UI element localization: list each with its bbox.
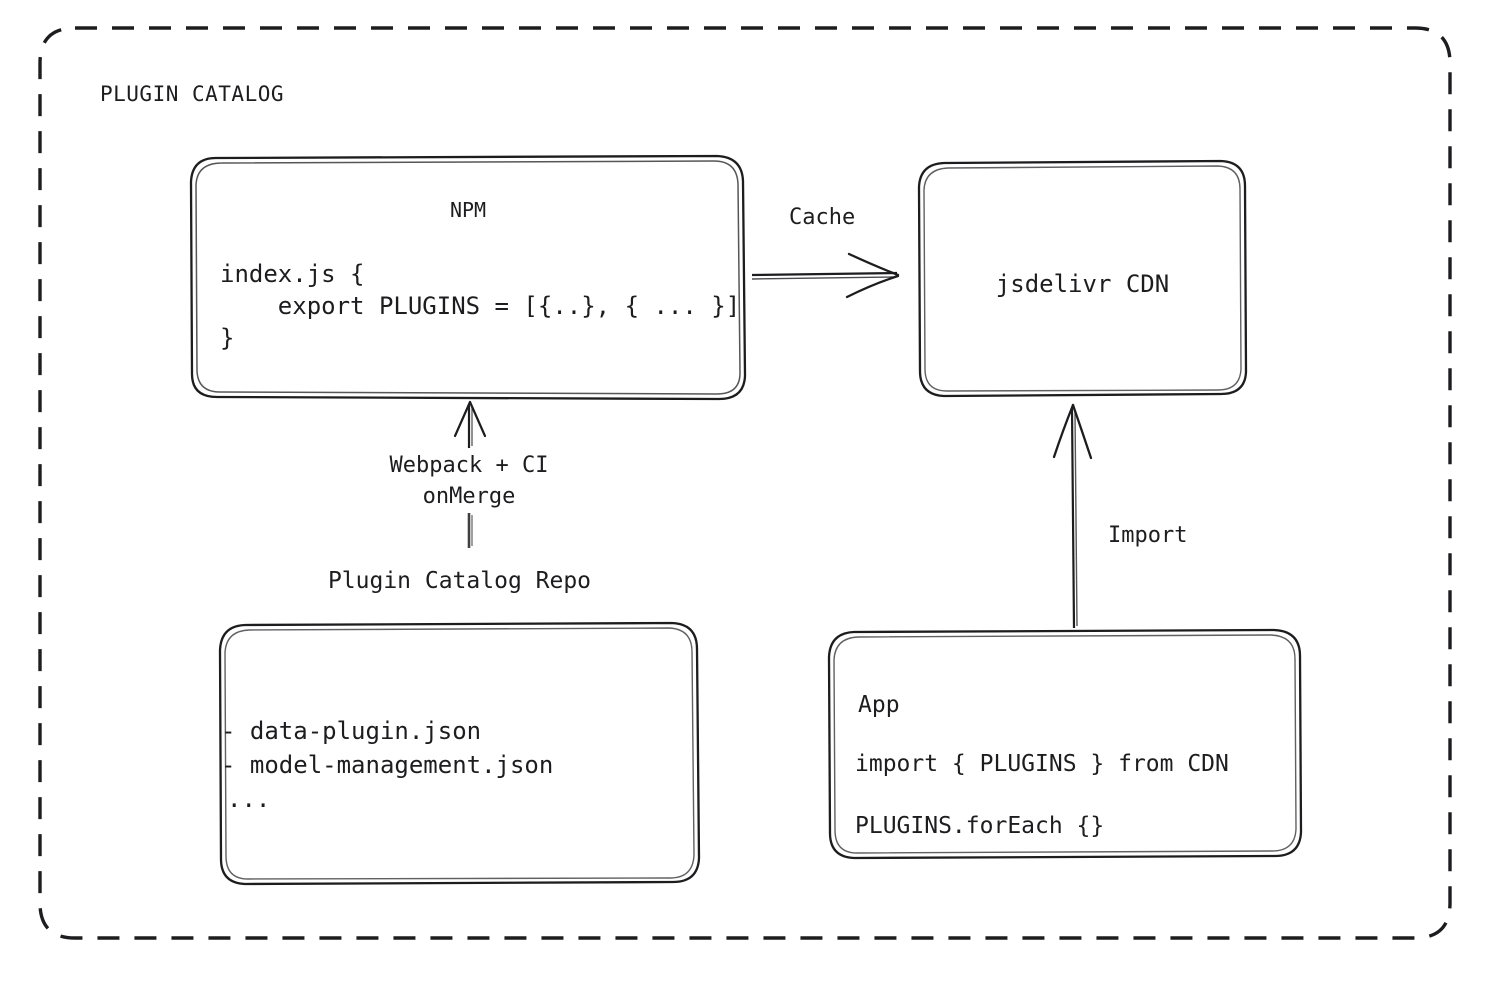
edge-repo-to-npm-arrow <box>453 400 487 548</box>
npm-node-shape <box>189 154 747 401</box>
edge-repo-to-npm-label-line2: onMerge <box>422 484 516 509</box>
edge-npm-to-cdn-label: Cache <box>789 205 856 230</box>
jsdelivr-cdn-node-shape <box>917 159 1248 398</box>
edge-app-to-cdn-label: Import <box>1108 523 1188 548</box>
edge-npm-to-cdn-arrow <box>751 252 900 299</box>
repo-file-item-1: - data-plugin.json <box>221 717 482 745</box>
plugin-catalog-repo-caption: Plugin Catalog Repo <box>327 568 592 594</box>
edge-repo-to-npm-label-line1: Webpack + CI <box>389 453 549 478</box>
app-node-shape <box>827 628 1303 860</box>
app-code-line-2: PLUGINS.forEach {} <box>855 813 1105 839</box>
plugin-catalog-container-border <box>38 26 1452 940</box>
container-title: PLUGIN CATALOG <box>100 82 285 106</box>
npm-code-line-1: index.js { <box>220 260 365 288</box>
repo-file-item-2: - model-management.json <box>221 751 554 779</box>
npm-node-title: NPM <box>449 198 487 222</box>
app-node-title: App <box>858 692 900 718</box>
npm-code-line-2: export PLUGINS = [{..}, { ... }] <box>220 292 741 320</box>
app-code-line-1: import { PLUGINS } from CDN <box>855 751 1229 777</box>
repo-file-item-3: ... <box>227 785 271 813</box>
edge-app-to-cdn-arrow <box>1052 403 1093 629</box>
plugin-catalog-repo-node-shape <box>218 621 701 886</box>
npm-code-line-3: } <box>220 324 235 352</box>
jsdelivr-cdn-node-title: jsdelivr CDN <box>995 270 1170 298</box>
